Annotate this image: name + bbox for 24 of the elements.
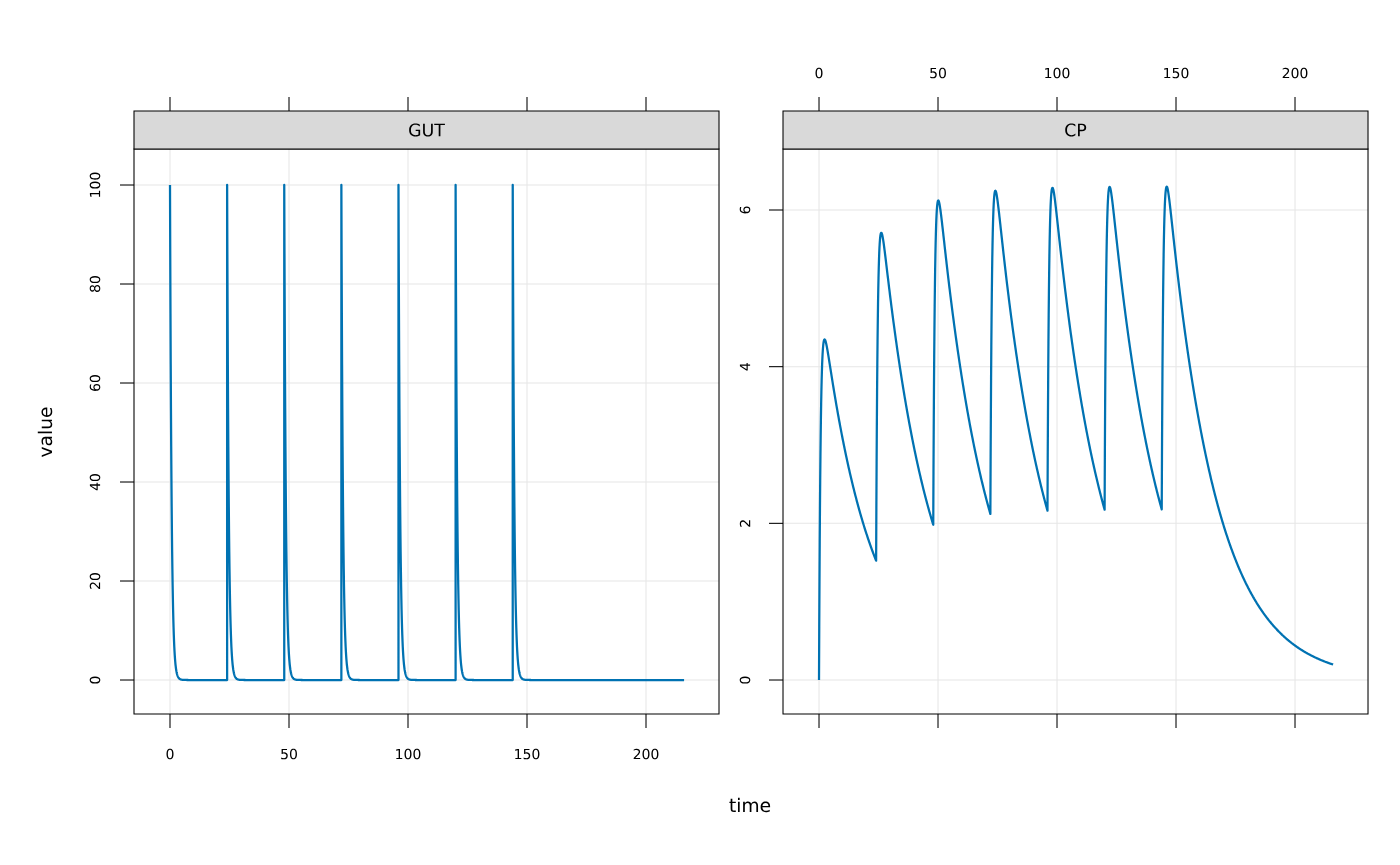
tick-label: 0 (166, 748, 174, 760)
tick-label: 20 (89, 573, 101, 589)
tick-label: 100 (1045, 67, 1070, 79)
tick-label: 150 (1164, 67, 1189, 79)
tick-label: 0 (815, 67, 823, 79)
tick-label: 50 (281, 748, 297, 760)
tick-label: 200 (633, 748, 659, 760)
tick-label: 40 (89, 474, 101, 491)
tick-label: 80 (89, 276, 101, 292)
tick-label: 6 (739, 206, 751, 214)
panel-strip: GUT (133, 110, 720, 150)
tick-label: 200 (1282, 67, 1308, 79)
tick-label: 50 (930, 67, 946, 79)
tick-label: 4 (739, 363, 751, 371)
tick-label: 2 (739, 520, 751, 527)
tick-label: 0 (89, 676, 101, 684)
panel-strip: CP (782, 110, 1369, 150)
axis-title: value (37, 407, 53, 457)
tick-label: 0 (739, 676, 751, 684)
tick-label: 60 (89, 375, 101, 391)
tick-label: 150 (515, 748, 540, 760)
tick-label: 100 (396, 748, 421, 760)
tick-label: 100 (89, 172, 101, 197)
axis-title: time (729, 797, 771, 813)
